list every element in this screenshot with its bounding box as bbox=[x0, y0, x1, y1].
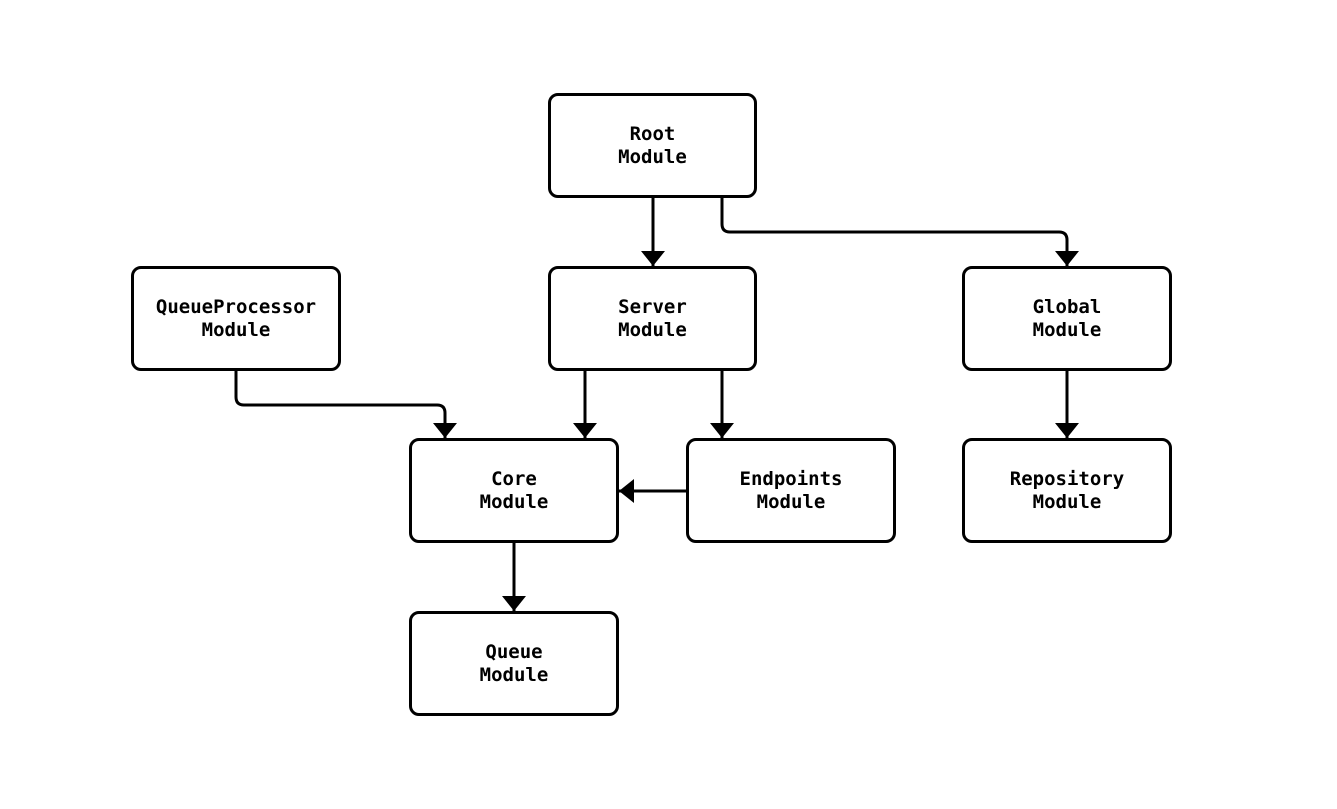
node-root: Root Module bbox=[548, 93, 757, 198]
node-label-queue: Queue Module bbox=[479, 640, 549, 686]
node-label-repository: Repository Module bbox=[1009, 467, 1125, 513]
node-queue: Queue Module bbox=[409, 611, 619, 716]
edge-root-to-global bbox=[720, 198, 1079, 266]
node-label-core: Core Module bbox=[479, 467, 549, 513]
node-label-queueprocessor: QueueProcessor Module bbox=[155, 295, 317, 341]
node-label-root: Root Module bbox=[618, 122, 687, 168]
node-endpoints: Endpoints Module bbox=[686, 438, 896, 543]
node-repository: Repository Module bbox=[962, 438, 1172, 543]
node-label-endpoints: Endpoints Module bbox=[739, 467, 843, 513]
node-queueprocessor: QueueProcessor Module bbox=[131, 266, 341, 371]
node-server: Server Module bbox=[548, 266, 757, 371]
node-label-server: Server Module bbox=[618, 295, 687, 341]
edge-queueprocessor-to-core bbox=[234, 371, 457, 438]
node-core: Core Module bbox=[409, 438, 619, 543]
node-label-global: Global Module bbox=[1032, 295, 1102, 341]
node-global: Global Module bbox=[962, 266, 1172, 371]
